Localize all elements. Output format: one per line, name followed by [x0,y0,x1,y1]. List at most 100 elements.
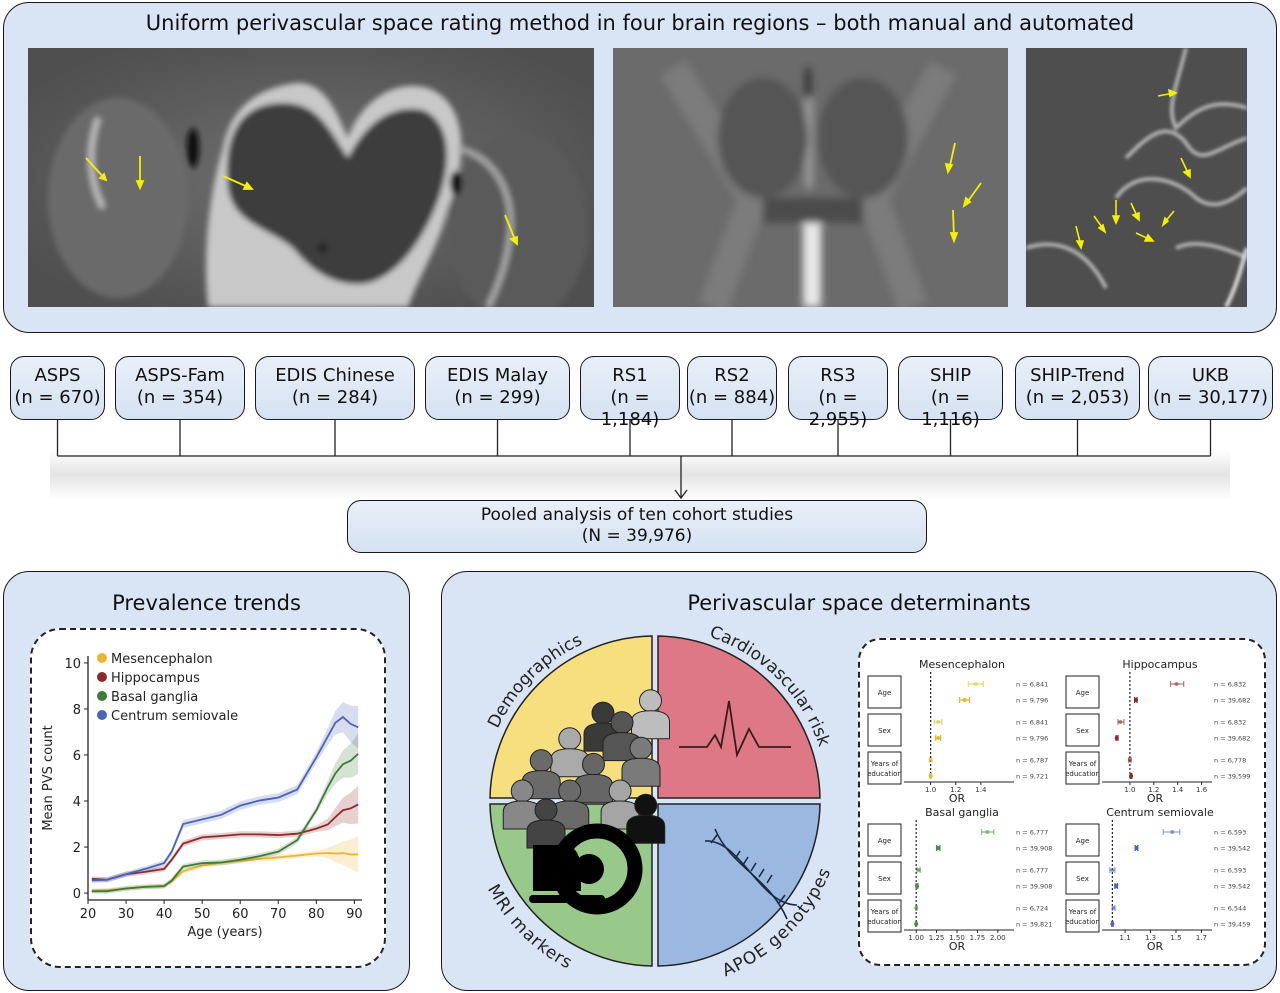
forest-title: Centrum semiovale [1106,806,1214,819]
pooled-n: (N = 39,976) [581,526,693,546]
forest-x-tick-label: 1.4 [1172,786,1184,794]
forest-n-label: n = 6,832 [1214,719,1246,727]
cohort-box-rs2: RS2(n = 884) [687,356,777,420]
forest-x-tick-label: 2.00 [990,934,1006,942]
forest-n-label: n = 6,593 [1214,829,1246,837]
cohort-name: EDIS Malay [447,365,548,386]
forest-row-label-box [867,751,902,785]
x-tick-label: 40 [156,907,173,922]
forest-x-tick-label: 1.25 [929,934,945,942]
forest-x-tick-label: 1.2 [1148,786,1159,794]
forest-n-label: n = 39,682 [1214,735,1250,743]
forest-row-label: Age [878,689,892,697]
forest-n-label: n = 39,542 [1214,883,1250,891]
forest-point [928,774,933,778]
forest-point [928,758,933,762]
legend-label: Hippocampus [111,671,200,686]
dna-icon [704,828,798,920]
forest-point [973,682,978,686]
forest-row-label-box [1065,861,1100,895]
connector-lines [50,420,1230,500]
legend-marker [97,710,107,720]
forest-row-label-box [1065,899,1100,933]
forest-x-tick-label: 1.1 [1120,934,1131,942]
forest-title: Hippocampus [1122,658,1197,671]
legend-label: Basal ganglia [111,690,198,705]
forest-point [985,830,990,834]
forest-row-label: Years of [870,760,899,768]
mri-image-centrum-semiovale [1026,48,1247,307]
forest-title: Basal ganglia [925,806,999,819]
forest-title: Mesencephalon [919,658,1005,671]
series-line-hippocampus [91,803,359,881]
mri-scan-graphic [28,48,594,307]
cohort-name: UKB [1191,365,1230,386]
rating-method-panel: Uniform perivascular space rating method… [3,2,1277,333]
mri-scan-graphic [613,48,1008,307]
cohort-box-edis-chinese: EDIS Chinese(n = 284) [255,356,415,420]
series-ci-band [91,701,359,884]
y-tick-label: 10 [64,657,81,672]
forest-n-label: n = 9,796 [1016,697,1048,705]
forest-point [1170,830,1175,834]
forest-point [1118,720,1123,724]
forest-row-label: Sex [1076,727,1089,735]
forest-row-label: Sex [878,875,891,883]
legend-marker [97,691,107,701]
forest-n-label: n = 6,777 [1016,867,1048,875]
forest-n-label: n = 6,787 [1016,757,1048,765]
forest-n-label: n = 39,542 [1214,845,1250,853]
forest-point [914,922,919,926]
forest-x-tick-label: 1.3 [1145,934,1156,942]
forest-row-label: Sex [878,727,891,735]
arrow-down-icon [674,489,688,500]
forest-n-label: n = 6,593 [1214,867,1246,875]
forest-row-label: Years of [1068,760,1097,768]
forest-point [1114,884,1119,888]
cohort-n: (n = 670) [14,387,101,408]
forest-row-label: Years of [1068,908,1097,916]
y-tick-label: 4 [73,795,81,810]
forest-row-label: Age [1076,689,1090,697]
forest-row-label-2: education [1065,770,1100,778]
forest-point [1133,698,1138,702]
cohort-name: RS3 [820,365,856,386]
series-ci-band [91,785,359,883]
legend-marker [97,672,107,682]
forest-x-tick-label: 1.00 [908,934,924,942]
forest-point [1111,906,1116,910]
forest-row-label-box [867,823,902,857]
forest-row-label-box [1065,751,1100,785]
legend-marker [97,653,107,663]
forest-point [962,698,967,702]
forest-row-label-box [1065,675,1100,709]
x-tick-label: 60 [232,907,249,922]
mri-image-basal-ganglia [613,48,1008,307]
forest-x-tick-label: 1.2 [950,786,961,794]
forest-n-label: n = 6,841 [1016,681,1048,689]
forest-n-label: n = 6,841 [1016,719,1048,727]
cohort-n: (n = 30,177) [1153,387,1268,408]
y-axis-label: Mean PVS count [41,725,56,830]
forest-row-label: Age [1076,837,1090,845]
determinants-title: Perivascular space determinants [687,591,1031,615]
cohort-box-ship: SHIP(n = 1,116) [898,356,1003,430]
forest-n-label: n = 6,724 [1016,905,1048,913]
forest-x-tick-label: 1.7 [1196,934,1207,942]
cohort-n: (n = 354) [136,387,224,408]
forest-row-label-box [867,713,902,747]
forest-x-axis-label: OR [949,792,966,805]
arrow-marker-icon [944,142,982,244]
x-tick-label: 30 [118,907,135,922]
forest-row-label-box [867,899,902,933]
forest-n-label: n = 6,544 [1214,905,1246,913]
cohort-n: (n = 299) [454,387,541,408]
forest-n-label: n = 39,459 [1214,921,1250,929]
forest-x-axis-label: OR [1147,792,1164,805]
